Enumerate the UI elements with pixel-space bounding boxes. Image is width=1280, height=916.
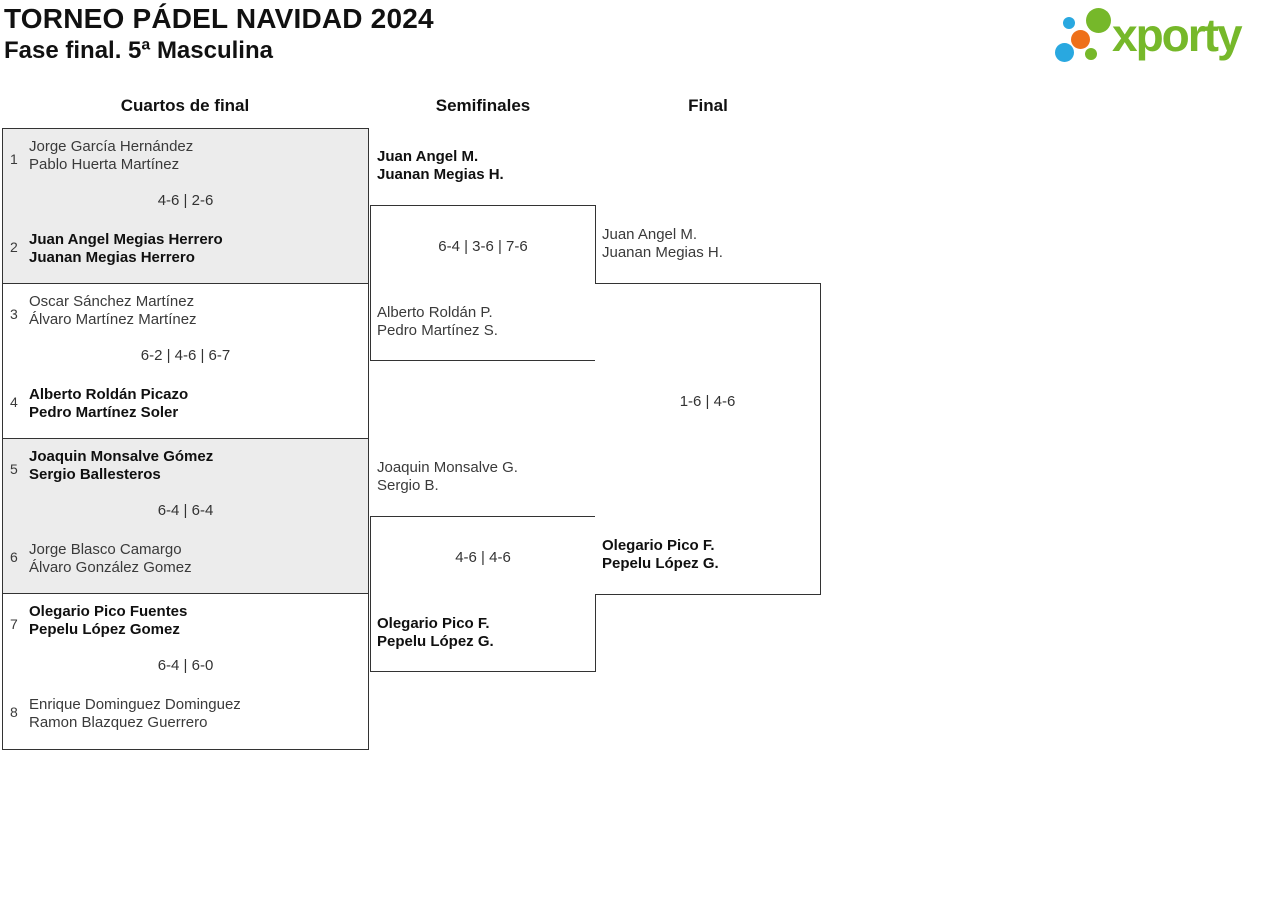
team-pair: Joaquin Monsalve Gómez Sergio Ballestero…	[29, 448, 213, 484]
quarterfinal-match-4: 7 Olegario Pico Fuentes Pepelu López Gom…	[2, 593, 369, 750]
player-name: Pablo Huerta Martínez	[29, 156, 180, 173]
player-name: Álvaro González Gomez	[29, 559, 192, 576]
logo-dot-icon	[1071, 30, 1090, 49]
seed-number: 5	[10, 461, 18, 477]
quarterfinal-match-1: 1 Jorge García Hernández Pablo Huerta Ma…	[2, 128, 369, 284]
team-pair: Joaquin Monsalve G. Sergio B.	[377, 459, 593, 495]
match-score: 4-6 | 4-6	[455, 549, 511, 566]
player-name: Joaquin Monsalve G.	[377, 459, 518, 476]
player-name: Jorge García Hernández	[29, 138, 194, 155]
team-pair: Oscar Sánchez Martínez Álvaro Martínez M…	[29, 293, 197, 329]
seed-number: 6	[10, 549, 18, 565]
quarterfinal-match-2: 3 Oscar Sánchez Martínez Álvaro Martínez…	[2, 283, 369, 439]
player-name: Juanan Megias Herrero	[29, 249, 195, 266]
team-pair: Juan Angel Megias Herrero Juanan Megias …	[29, 231, 223, 267]
player-name: Juanan Megias H.	[377, 166, 504, 183]
match-score: 1-6 | 4-6	[679, 393, 736, 410]
player-name: Pepelu López Gomez	[29, 621, 180, 638]
quarterfinal-match-3: 5 Joaquin Monsalve Gómez Sergio Balleste…	[2, 438, 369, 594]
player-name: Pepelu López G.	[602, 555, 719, 572]
player-name: Pedro Martínez S.	[377, 322, 498, 339]
team-pair: Olegario Pico F. Pepelu López G.	[377, 615, 593, 651]
logo-dot-icon	[1086, 8, 1111, 33]
player-name: Alberto Roldán P.	[377, 304, 493, 321]
team-pair: Olegario Pico F. Pepelu López G.	[602, 537, 818, 573]
logo-dot-icon	[1055, 43, 1074, 62]
team-pair: Jorge García Hernández Pablo Huerta Mart…	[29, 138, 193, 174]
player-name: Olegario Pico Fuentes	[29, 603, 188, 620]
seed-number: 3	[10, 306, 18, 322]
tournament-subtitle: Fase final. 5ª Masculina	[4, 37, 273, 64]
round-header-quarterfinals: Cuartos de final	[120, 96, 250, 115]
team-pair: Juan Angel M. Juanan Megias H.	[377, 148, 593, 184]
player-name: Juan Angel M.	[377, 148, 479, 165]
team-pair: Alberto Roldán Picazo Pedro Martínez Sol…	[29, 386, 188, 422]
seed-number: 4	[10, 394, 18, 410]
player-name: Juanan Megias H.	[602, 244, 723, 261]
match-score: 6-4 | 3-6 | 7-6	[438, 238, 528, 255]
match-score: 4-6 | 2-6	[157, 192, 214, 209]
round-header-semifinals: Semifinales	[435, 96, 531, 115]
match-score: 6-2 | 4-6 | 6-7	[140, 347, 231, 364]
player-name: Juan Angel Megias Herrero	[29, 231, 223, 248]
match-score: 6-4 | 6-4	[157, 502, 214, 519]
seed-number: 2	[10, 239, 18, 255]
seed-number: 7	[10, 616, 18, 632]
player-name: Juan Angel M.	[602, 226, 698, 243]
logo-dot-icon	[1085, 48, 1097, 60]
player-name: Jorge Blasco Camargo	[29, 541, 182, 558]
xporty-logo[interactable]: xporty	[1050, 2, 1276, 70]
team-pair: Enrique Dominguez Dominguez Ramon Blazqu…	[29, 696, 241, 732]
tournament-title: TORNEO PÁDEL NAVIDAD 2024	[4, 3, 434, 34]
final-match: 1-6 | 4-6	[595, 283, 821, 595]
semifinal-match-2: 4-6 | 4-6	[370, 516, 596, 672]
player-name: Oscar Sánchez Martínez	[29, 293, 195, 310]
seed-number: 8	[10, 704, 18, 720]
seed-number: 1	[10, 151, 18, 167]
team-pair: Juan Angel M. Juanan Megias H.	[602, 226, 818, 262]
team-pair: Olegario Pico Fuentes Pepelu López Gomez	[29, 603, 187, 639]
logo-dot-icon	[1063, 17, 1075, 29]
player-name: Álvaro Martínez Martínez	[29, 311, 197, 328]
player-name: Enrique Dominguez Dominguez	[29, 696, 241, 713]
player-name: Pepelu López G.	[377, 633, 494, 650]
logo-wordmark: xporty	[1112, 9, 1243, 61]
player-name: Olegario Pico F.	[602, 537, 715, 554]
player-name: Olegario Pico F.	[377, 615, 490, 632]
player-name: Sergio Ballesteros	[29, 466, 161, 483]
player-name: Sergio B.	[377, 477, 439, 494]
match-score: 6-4 | 6-0	[157, 657, 214, 674]
team-pair: Jorge Blasco Camargo Álvaro González Gom…	[29, 541, 192, 577]
player-name: Joaquin Monsalve Gómez	[29, 448, 214, 465]
semifinal-match-1: 6-4 | 3-6 | 7-6	[370, 205, 596, 361]
player-name: Ramon Blazquez Guerrero	[29, 714, 208, 731]
round-header-final: Final	[688, 96, 728, 115]
team-pair: Alberto Roldán P. Pedro Martínez S.	[377, 304, 593, 340]
player-name: Alberto Roldán Picazo	[29, 386, 189, 403]
player-name: Pedro Martínez Soler	[29, 404, 179, 421]
